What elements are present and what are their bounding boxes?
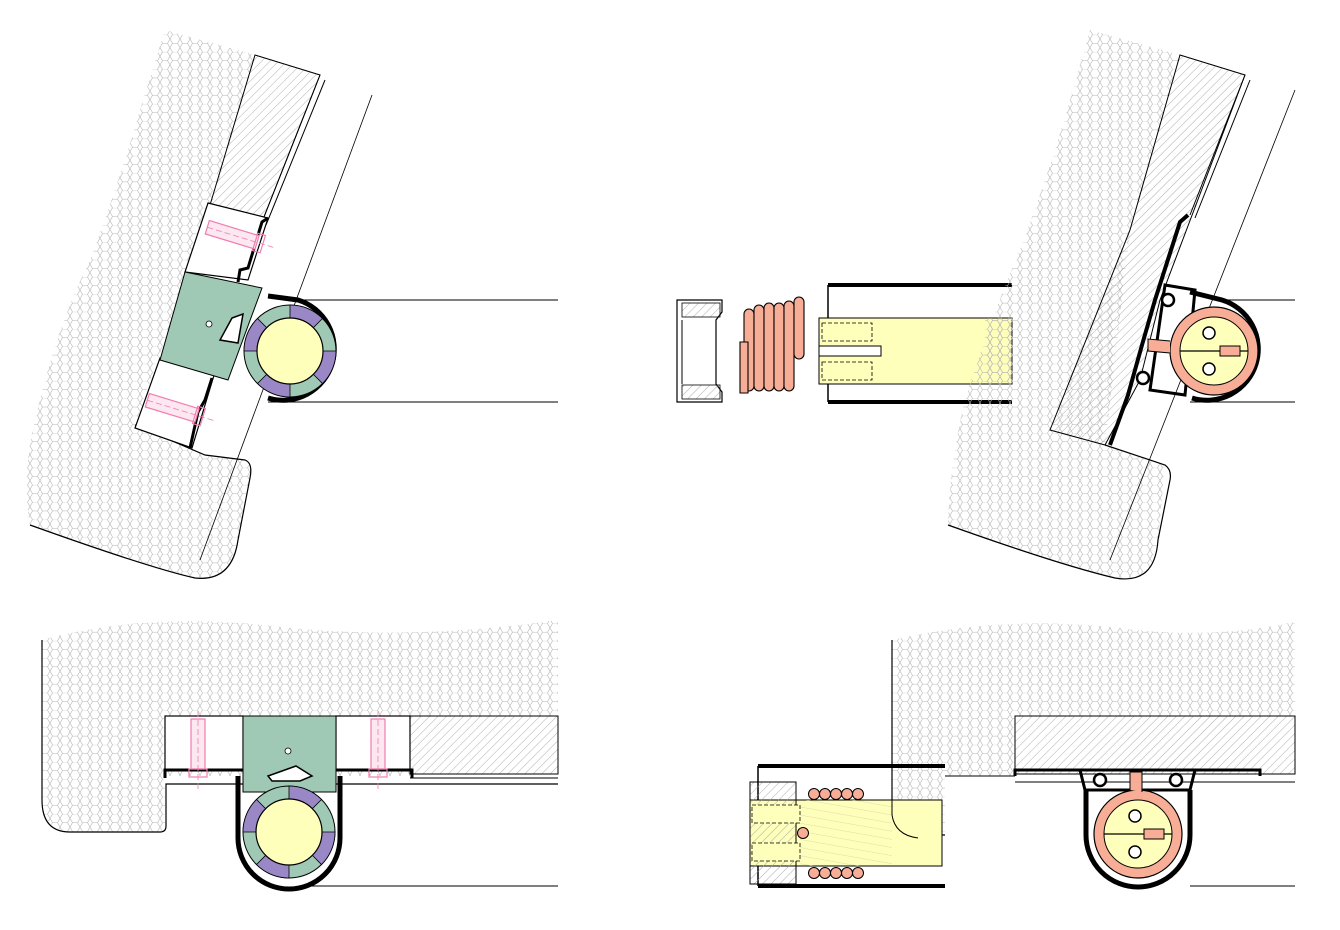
foam-outline: [947, 444, 1172, 580]
screw-left: [188, 711, 208, 791]
housing-corner: [891, 800, 919, 839]
profile-node-2: [1168, 772, 1184, 788]
spring-drum: [1147, 306, 1259, 396]
mount-block-slot: [218, 312, 244, 344]
profile-hook-bottom: [188, 377, 214, 449]
flat-hinge-section-ring: [41, 620, 559, 892]
foam-body: [26, 30, 255, 579]
profile-base: [1013, 768, 1262, 776]
profile-hook-top: [236, 216, 269, 283]
end-cap-slot-1: [751, 804, 801, 824]
shaft: [256, 317, 324, 385]
panel-edge-1: [261, 74, 321, 223]
profile-node-1: [1092, 772, 1108, 788]
spring-coils-top: [808, 788, 864, 800]
profile-node-1: [1160, 292, 1176, 308]
mount-box-top: [184, 202, 269, 281]
screw-top: [204, 219, 275, 254]
ring: [243, 304, 337, 398]
foam-outline: [29, 424, 252, 579]
mount-block-slot: [266, 765, 314, 782]
screw-bottom: [144, 392, 215, 427]
panel-hatch: [409, 715, 559, 775]
coil-hatch: [800, 800, 892, 866]
profile-node-2: [1135, 370, 1151, 386]
foam-outline: [41, 640, 558, 833]
mount-block-hole: [284, 747, 292, 755]
angled-hinge-section-ring: [26, 30, 558, 579]
knuckle-profile: [1083, 790, 1193, 890]
knuckle-profile: [235, 776, 343, 892]
ring: [242, 785, 336, 879]
profile-rail: [1108, 213, 1190, 446]
foam-body: [892, 622, 1295, 835]
panel-edge-2: [1194, 79, 1251, 219]
profile-base: [163, 768, 414, 778]
shaft: [255, 798, 323, 866]
panel-edge-2: [265, 79, 326, 226]
foam-body: [948, 30, 1180, 579]
mount-block-hole: [205, 320, 213, 328]
spring-assembly-section: [749, 622, 1295, 888]
end-cap: [676, 299, 723, 403]
spring-drum: [1093, 771, 1183, 879]
spring-coils-bottom: [797, 827, 864, 879]
angled-hinge-section-spring: [947, 30, 1296, 580]
panel-hatch: [1014, 715, 1296, 775]
screw-right: [368, 711, 388, 791]
end-cap-slot-2: [751, 842, 801, 862]
profile-frame: [1148, 283, 1197, 397]
coil-spring: [739, 296, 805, 394]
end-cap: [749, 781, 797, 885]
flat-hinge-section-spring: [945, 715, 1296, 890]
panel-edge-1: [1189, 74, 1246, 216]
exploded-spring-assembly: [676, 283, 1013, 404]
